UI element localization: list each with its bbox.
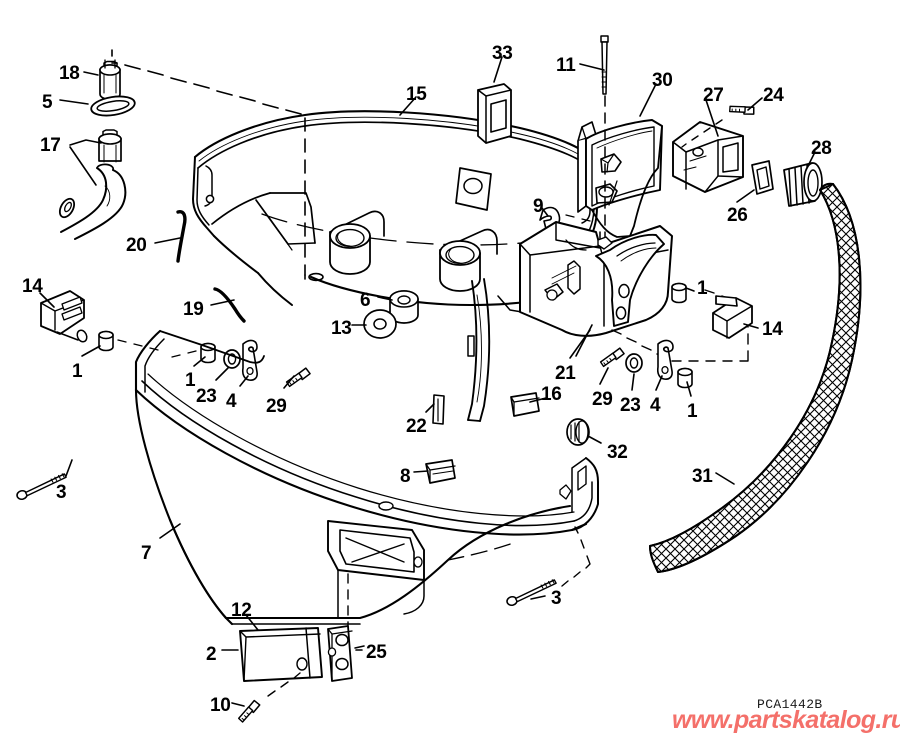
callout-29[interactable]: 29 bbox=[592, 389, 613, 410]
callout-31[interactable]: 31 bbox=[692, 466, 713, 487]
callout-24[interactable]: 24 bbox=[763, 85, 784, 106]
callout-9[interactable]: 9 bbox=[533, 196, 544, 217]
callout-23[interactable]: 23 bbox=[620, 395, 641, 416]
callout-12[interactable]: 12 bbox=[231, 600, 252, 621]
callout-10[interactable]: 10 bbox=[210, 695, 231, 716]
callout-22[interactable]: 22 bbox=[406, 416, 427, 437]
callout-1[interactable]: 1 bbox=[185, 370, 196, 391]
callout-32[interactable]: 32 bbox=[607, 442, 628, 463]
callout-16[interactable]: 16 bbox=[541, 384, 562, 405]
callout-5[interactable]: 5 bbox=[42, 92, 53, 113]
callout-27[interactable]: 27 bbox=[703, 85, 724, 106]
callout-23[interactable]: 23 bbox=[196, 386, 217, 407]
callout-3[interactable]: 3 bbox=[56, 482, 67, 503]
callout-1[interactable]: 1 bbox=[72, 361, 83, 382]
callout-3[interactable]: 3 bbox=[551, 588, 562, 609]
callout-26[interactable]: 26 bbox=[727, 205, 748, 226]
callout-25[interactable]: 25 bbox=[366, 642, 387, 663]
callout-7[interactable]: 7 bbox=[141, 543, 152, 564]
callout-30[interactable]: 30 bbox=[652, 70, 673, 91]
callout-15[interactable]: 15 bbox=[406, 84, 427, 105]
part-code: PCA1442B bbox=[757, 697, 823, 712]
callout-4[interactable]: 4 bbox=[650, 395, 661, 416]
callout-21[interactable]: 21 bbox=[555, 363, 576, 384]
callout-1[interactable]: 1 bbox=[687, 401, 698, 422]
callout-33[interactable]: 33 bbox=[492, 43, 513, 64]
callout-18[interactable]: 18 bbox=[59, 63, 80, 84]
callout-20[interactable]: 20 bbox=[126, 235, 147, 256]
callout-13[interactable]: 13 bbox=[331, 318, 352, 339]
callout-6[interactable]: 6 bbox=[360, 290, 371, 311]
callout-17[interactable]: 17 bbox=[40, 135, 61, 156]
callout-8[interactable]: 8 bbox=[400, 466, 411, 487]
callout-11[interactable]: 11 bbox=[556, 55, 576, 76]
callout-14[interactable]: 14 bbox=[22, 276, 43, 297]
callout-1[interactable]: 1 bbox=[697, 278, 708, 299]
watermark: www.partskatalog.ru bbox=[672, 706, 900, 734]
callout-28[interactable]: 28 bbox=[811, 138, 832, 159]
callout-2[interactable]: 2 bbox=[206, 644, 217, 665]
callout-14[interactable]: 14 bbox=[762, 319, 783, 340]
callout-29[interactable]: 29 bbox=[266, 396, 287, 417]
callout-4[interactable]: 4 bbox=[226, 391, 237, 412]
callout-19[interactable]: 19 bbox=[183, 299, 204, 320]
